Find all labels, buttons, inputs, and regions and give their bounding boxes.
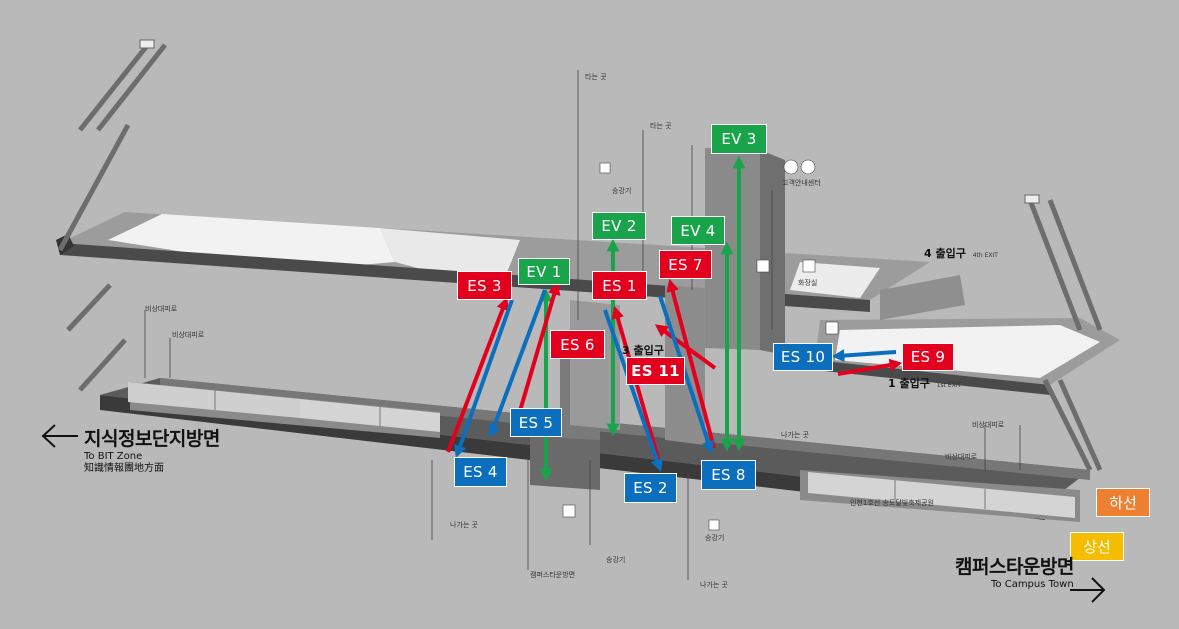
- restroom-icon-2: [802, 259, 816, 273]
- up-track-tag: 상선: [1070, 532, 1124, 561]
- campus-side-note: 캠퍼스타운방면: [530, 571, 576, 579]
- exit4-ko: 출입구: [935, 247, 966, 260]
- es10-arrow: [831, 349, 897, 362]
- stair-top-right: [1024, 194, 1040, 204]
- exit-note-platform-left: 나가는 곳: [450, 521, 478, 529]
- info-icon: [783, 159, 799, 175]
- es7-arrow: [666, 278, 716, 449]
- es8-arrow: [658, 295, 715, 455]
- es10-label: ES 10: [773, 343, 833, 371]
- ev2-label: EV 2: [592, 212, 646, 240]
- es-up-arrows: [446, 278, 903, 466]
- left-direction-en: To BIT Zone: [84, 451, 143, 462]
- elevator-note-bottom: 승강기: [606, 556, 626, 564]
- right-direction-text: 캠퍼스타운방면 To Campus Town: [955, 552, 1074, 591]
- elevator-icon: [599, 162, 611, 174]
- exit1-en: 1st EXIT: [936, 382, 962, 389]
- es11-label: ES 11: [626, 357, 685, 385]
- ticket-machine-icon: [800, 159, 816, 175]
- es4-arrow: [454, 299, 514, 459]
- left-direction-ko: 지식정보단지방면: [84, 428, 220, 450]
- es2-arrow: [603, 309, 663, 473]
- exit4-en: 4th EXIT: [972, 252, 998, 259]
- es1-arrow: [611, 305, 662, 466]
- restroom-note: 화장실: [798, 279, 818, 287]
- emergency-note-left-2: 비상대피로: [172, 331, 205, 339]
- es9-arrow: [837, 358, 903, 376]
- stair-structures: [57, 40, 1103, 472]
- exit3-num: 3: [622, 344, 630, 357]
- es3-label: ES 3: [457, 271, 512, 300]
- direction-arrows: [41, 424, 1106, 603]
- exit4-num: 4: [924, 247, 932, 260]
- down-track-tag: 하선: [1096, 488, 1150, 517]
- es2-label: ES 2: [624, 473, 677, 503]
- exit4-label: 4 출입구 4th EXIT: [924, 245, 998, 261]
- right-direction-en: To Campus Town: [991, 579, 1074, 590]
- exit-note-platform-bottom: 나가는 곳: [700, 581, 728, 589]
- emergency-note-left-1: 비상대피로: [145, 305, 178, 313]
- ev4-label: EV 4: [671, 216, 725, 245]
- ev3-label: EV 3: [711, 124, 767, 154]
- elevator-note-bottom-2: 승강기: [705, 534, 725, 542]
- exit1-label: 1 출입구 1st EXIT: [888, 375, 961, 391]
- es8-label: ES 8: [701, 460, 756, 490]
- es11-arrow: [654, 324, 717, 370]
- ev1-label: EV 1: [518, 258, 570, 285]
- exit3-ko: 출입구: [633, 344, 664, 357]
- restroom-icon: [756, 259, 770, 273]
- elevator-icon-3: [562, 504, 576, 518]
- board-note-top: 타는 곳: [585, 73, 607, 81]
- board-note-upper: 타는 곳: [650, 122, 672, 130]
- info-note: 고객안내센터: [782, 179, 821, 187]
- left-direction-text: 지식정보단지방면 To BIT Zone 知識情報團地方面: [84, 424, 220, 475]
- emergency-note-right-1: 비상대피로: [972, 421, 1005, 429]
- es9-label: ES 9: [902, 343, 954, 371]
- es4-label: ES 4: [454, 457, 507, 487]
- ticket-gate-icon: [825, 321, 839, 335]
- exit1-ko: 출입구: [899, 377, 930, 390]
- elevator-icon-2: [708, 519, 720, 531]
- right-direction-ko: 캠퍼스타운방면: [955, 556, 1074, 578]
- es7-label: ES 7: [659, 250, 712, 279]
- emergency-note-right-2: 비상대피로: [945, 453, 978, 461]
- platform-level: [100, 330, 1090, 522]
- exit-note-platform-mid: 나가는 곳: [781, 431, 809, 439]
- stair-top-left: [139, 39, 155, 49]
- exit1-num: 1: [888, 377, 896, 390]
- es6-arrow: [513, 281, 561, 429]
- platform-name-note: 인천1호선 송도달빛축제공원: [850, 499, 934, 507]
- exit3-label: 3 출입구: [622, 342, 664, 358]
- left-direction-cjk: 知識情報團地方面: [84, 463, 164, 474]
- es1-label: ES 1: [592, 271, 647, 300]
- es6-label: ES 6: [550, 330, 605, 359]
- es5-label: ES 5: [510, 408, 562, 437]
- es-down-arrows: [454, 289, 897, 473]
- es5-arrow: [488, 289, 547, 438]
- es3-arrow: [446, 297, 509, 453]
- small-pictograms: [562, 159, 839, 531]
- elevator-note-upper: 승강기: [612, 187, 632, 195]
